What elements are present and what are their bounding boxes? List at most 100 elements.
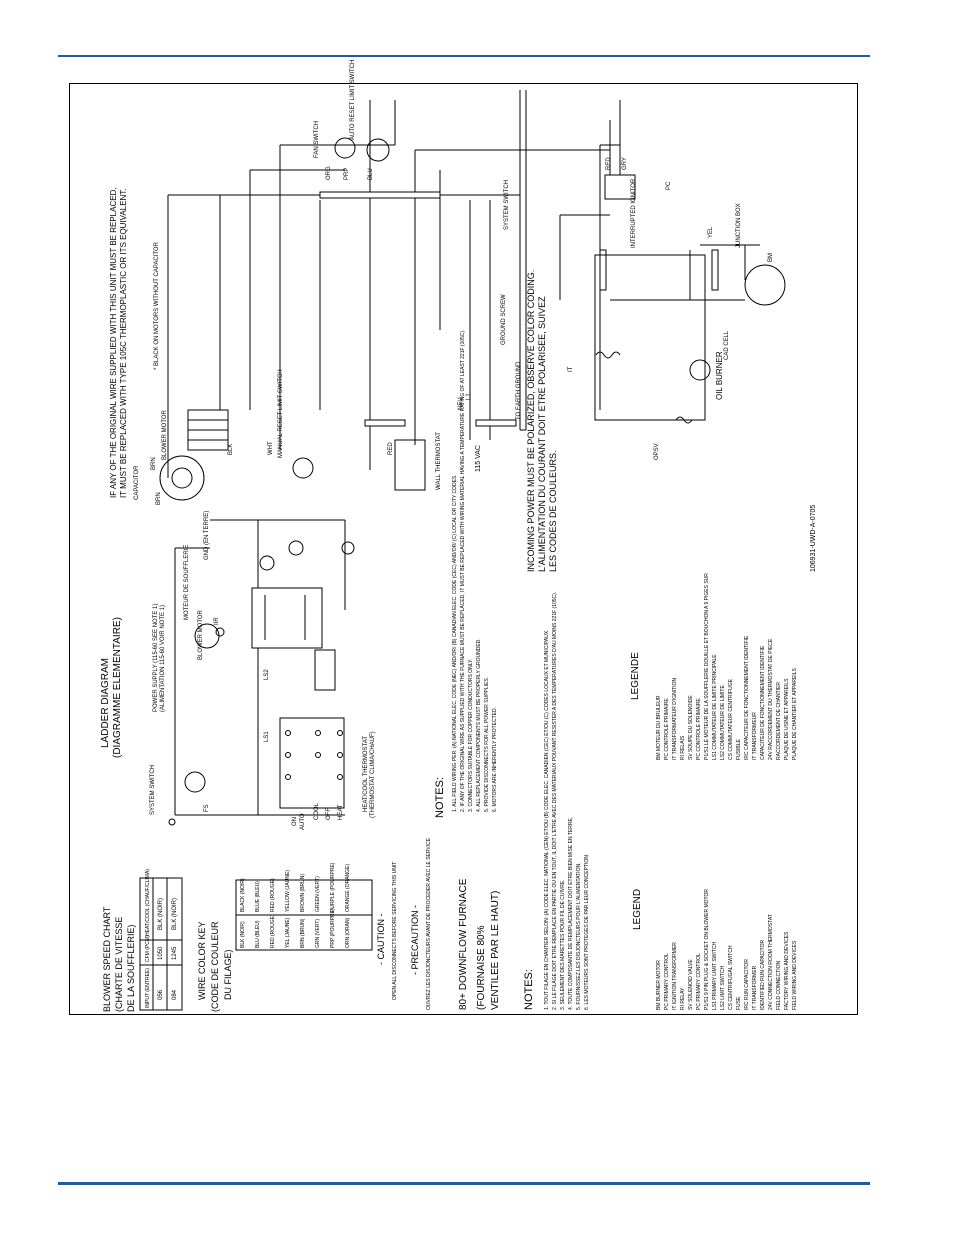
- color-key-abbr: GRN (VERT): [315, 919, 321, 948]
- blower-row2-cfm: 1245: [172, 946, 178, 960]
- wire-red-thermo: RED: [388, 442, 394, 455]
- notes-fr: NOTES: 1. TOUT FILAGE EN CHANTIER SELON: …: [523, 592, 590, 1010]
- legend-item: FIELD CONNECTION: [776, 960, 782, 1010]
- legende-item: CAPACITEUR DE FONCTIONNEMENT IDENTIFIE: [760, 645, 766, 760]
- color-key-abbr: BRN (BRUN): [300, 918, 306, 948]
- notes-fr-item: 6. LES MOTEURS SONT PROTEGES DE PAR LEUR…: [584, 854, 590, 1010]
- ladder-system-switch: SYSTEM SWITCH: [150, 765, 156, 815]
- legende-item: PC CONTROLE PRIMAIRE: [664, 698, 670, 760]
- color-key-name: BROWN (BRUN): [300, 874, 306, 912]
- junction-box-label: JUNCTION BOX: [736, 203, 742, 248]
- legend-item: CS CENTRIFUGAL SWITCH: [728, 945, 734, 1010]
- legende-item: FUSIBLE: [736, 738, 742, 760]
- legend-item: P1/S1 9 PIN PLUG & SOCKET ON BLOWER MOTO…: [704, 889, 710, 1010]
- blower-chart-title-fr2: DE LA SOUFFLERIE): [126, 924, 136, 1012]
- legende-item: LS2 COMMUTATEUR DE LIMITE: [720, 685, 726, 760]
- legend-item: LS2 LIMIT SWITCH: [720, 966, 726, 1010]
- notes-fr-item: 1. TOUT FILAGE EN CHANTIER SELON: (A) CO…: [544, 630, 550, 1010]
- vac-label: 115 VAC: [475, 445, 482, 472]
- legend-item: LS1 PRIMARY LIMIT SWITCH: [712, 942, 718, 1010]
- caution-title-fr: - PRECAUTION -: [410, 905, 420, 975]
- legend-item: IT TRANSFORMER: [752, 965, 758, 1010]
- ladder-fs: FS: [204, 804, 210, 812]
- legende-item: BM MOTEUR DU BRULEUR: [656, 695, 662, 760]
- notes-en-item: 4. ALL REPLACEMENT COMPONENTS MUST BE PR…: [476, 638, 482, 812]
- wire-yel-burner: YEL: [708, 226, 714, 238]
- legend-title: LEGEND: [632, 889, 643, 930]
- legende-item: RI RELAIS: [680, 735, 686, 760]
- wire-blu-auto: BLU: [368, 168, 374, 180]
- legend-item: IDENTIFIED RUN CAPACITOR: [760, 940, 766, 1010]
- ladder-power-supply: POWER SUPPLY (115-60 SEE NOTE 1): [153, 604, 159, 712]
- caution-title: - CAUTION -: [376, 914, 386, 966]
- wall-thermostat: WALL THERMOSTAT RED: [388, 432, 442, 491]
- color-key-name: GREEN (VERT): [315, 876, 321, 912]
- caution-text: OPEN ALL DISCONNECTS BEFORE SERVICING TH…: [392, 862, 398, 1000]
- blower-hdr-input: INPUT (ENTREE): [145, 968, 151, 1008]
- notes-fr-title: NOTES:: [523, 969, 535, 1010]
- fan-switch-label: FAN SWITCH: [314, 121, 320, 158]
- color-key-name: RED (ROUGE): [270, 878, 276, 912]
- auto-reset-switch: AUTO RESET LIMIT SWITCH BLU: [350, 60, 390, 180]
- wire-prp-fan: PRP: [344, 168, 350, 180]
- cad-cell-label: CAD CELL: [724, 330, 730, 360]
- ladder-ls2: LS2: [264, 669, 270, 680]
- color-key-name: YELLOW (JAUNE): [285, 870, 291, 912]
- manual-reset-switch: MANUAL RESET LIMIT SWITCH: [278, 369, 314, 479]
- auto-reset-label: AUTO RESET LIMIT SWITCH: [350, 60, 356, 140]
- footer-rule: [58, 1182, 870, 1185]
- legende-item: PLAQUE DE USINE ET APPAREILS: [784, 678, 790, 760]
- diagram-frame: [69, 83, 858, 1015]
- blower-motor-label: BLOWER MOTOR: [162, 409, 168, 460]
- wire-neu: NEU: [458, 397, 464, 410]
- opsv-label: OPSV: [654, 443, 660, 460]
- legende-item: IT TRANSFORMATEUR D'IGNITION: [672, 678, 678, 760]
- blower-speed-chart: BLOWER SPEED CHART (CHARTE DE VITESSE DE…: [102, 869, 183, 1012]
- wire-blk-tb: BLK: [228, 444, 234, 455]
- interrupted-ignitor-label: INTERRUPTED IGNITOR: [631, 178, 637, 248]
- color-key-name: BLUE (BLEU): [255, 881, 261, 912]
- legend-item: FUSE: [736, 996, 742, 1010]
- legend-item: IT IGNITION TRANSFORMER: [672, 942, 678, 1010]
- legend-item: FIELD WIRING AND DEVICES: [792, 940, 798, 1010]
- furnace-title-fr2: VENTILEE PAR LE HAUT): [490, 891, 501, 1010]
- wire-brn-label-2: BRN: [156, 492, 162, 505]
- blower-chart-title: BLOWER SPEED CHART: [102, 906, 112, 1012]
- legende-item: SV SOUPE DU SOLENOIDE: [688, 695, 694, 760]
- wall-thermostat-label: WALL THERMOSTAT: [436, 432, 442, 490]
- ladder-on: ON: [292, 817, 298, 826]
- legend-item: FACTORY WIRING AND DEVICES: [784, 931, 790, 1010]
- legende-item: IRC CAPACITEUR DE FONCTIONNEMENT IDENTIF…: [744, 635, 750, 760]
- ladder-ls1: LS1: [264, 731, 270, 742]
- ladder-diagram: LADDER DIAGRAM (DIAGRAMME ELEMENTAIRE) S…: [100, 511, 376, 830]
- system-switch-label: SYSTEM SWITCH: [504, 180, 510, 230]
- ladder-power-supply-fr: (ALIMENTATION 115-60 VOIR NOTE 1): [160, 605, 166, 712]
- color-key-abbr: PRP (POURPRE): [330, 908, 336, 948]
- incoming-power-en: INCOMING POWER MUST BE POLARIZED, OBSERV…: [526, 270, 536, 572]
- blower-row2-input: 084: [172, 989, 178, 1000]
- legende-item: P1/S1 LE MOTEUR DE LA SOUFFLERIE DOUILLE…: [704, 573, 710, 760]
- legende-item: PLAQUE DE CHANTIER ET APPAREILS: [792, 668, 798, 760]
- earth-ground-label: TO EARTH GROUND: [516, 361, 522, 420]
- warning-block: IF ANY OF THE ORIGINAL WIRE SUPPLIED WIT…: [109, 187, 128, 498]
- wire-brn-label: BRN: [151, 457, 157, 470]
- legende-item: IT TRANSFORMEUR: [752, 712, 758, 760]
- ladder-off: OFF: [326, 808, 332, 820]
- color-key-abbr: BLU (BLEU): [255, 920, 261, 948]
- notes-en: NOTES:1. ALL FIELD WIRING PER: (A) NATIO…: [434, 329, 498, 818]
- fan-switch: FAN SWITCH ORG PRP: [314, 121, 356, 180]
- notes-fr-item: 5. FOURNISSEZ LES DISJONCTEURS POUR L'AL…: [576, 863, 582, 1010]
- ground-screw-label: GROUND SCREW: [501, 294, 507, 345]
- color-key-name: BLACK (NOIR): [240, 878, 246, 912]
- legend-item: RI RELAY: [680, 987, 686, 1010]
- ladder-heat: HEAT: [338, 804, 344, 820]
- color-key-title-fr1: (CODE DE COULEUR: [210, 921, 220, 1012]
- notes-en-item: 6. MOTORS ARE INHERENTLY PROTECTED.: [492, 707, 498, 812]
- bm-label: BM: [768, 253, 774, 262]
- ladder-title-fr: (DIAGRAMME ELEMENTAIRE): [112, 617, 123, 758]
- wire-red-burner: RED: [606, 157, 612, 170]
- color-key-name: PURPLE (POURPRE): [330, 862, 336, 912]
- header-rule: [58, 55, 870, 57]
- blower-hdr-cfm: CFM (PCM): [145, 935, 151, 962]
